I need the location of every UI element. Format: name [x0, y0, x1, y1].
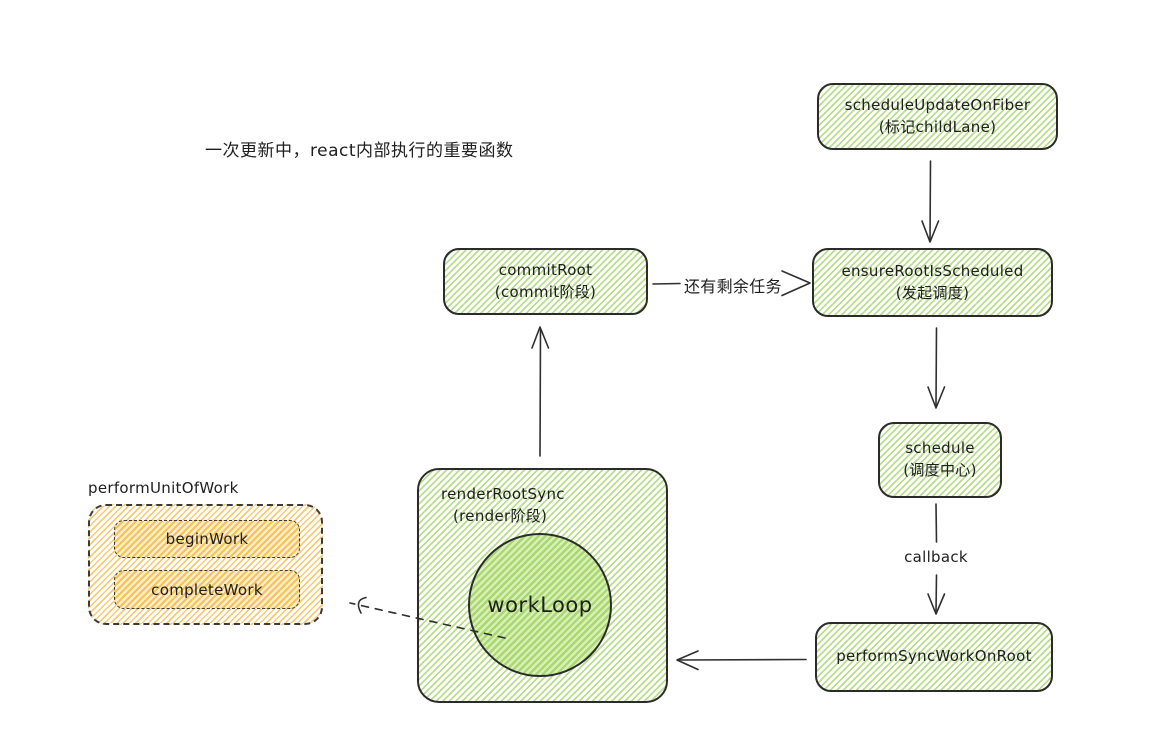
node-label: schedule [905, 439, 975, 458]
arrow-performSyncWorkOnRoot-to-renderRootSync [676, 650, 807, 671]
node-schedule: schedule (调度中心) [878, 422, 1002, 498]
arrow-scheduleUpdateOnFiber-to-ensureRootIsScheduled [921, 160, 940, 243]
node-label: performSyncWorkOnRoot [836, 647, 1032, 666]
node-label: completeWork [151, 580, 263, 599]
node-label: commitRoot [498, 260, 593, 279]
node-perform-sync-work-on-root: performSyncWorkOnRoot [815, 622, 1053, 692]
node-sublabel: (调度中心) [903, 461, 977, 479]
node-label: workLoop [487, 593, 593, 617]
node-label: scheduleUpdateOnFiber [844, 95, 1031, 114]
arrow-renderRootSync-to-commitRoot [531, 326, 550, 457]
node-begin-work: beginWork [114, 520, 300, 558]
node-commit-root: commitRoot (commit阶段) [443, 248, 648, 315]
node-sublabel: (发起调度) [895, 283, 970, 302]
edge-label-callback: callback [904, 548, 968, 566]
node-label: ensureRootIsScheduled [841, 261, 1024, 280]
node-sublabel: (render阶段) [453, 506, 548, 525]
node-sublabel: (标记childLane) [878, 117, 997, 136]
node-complete-work: completeWork [114, 570, 300, 609]
node-work-loop: workLoop [468, 533, 612, 677]
arrow-ensureRootIsScheduled-to-schedule [927, 327, 946, 409]
node-ensure-root-is-scheduled: ensureRootIsScheduled (发起调度) [812, 248, 1053, 317]
group-perform-unit-of-work: beginWork completeWork [88, 504, 323, 625]
node-sublabel: (commit阶段) [494, 282, 597, 301]
node-label: renderRootSync [441, 485, 565, 503]
node-label: beginWork [165, 530, 249, 548]
edge-label-remaining-tasks: 还有剩余任务 [684, 277, 782, 296]
diagram-title: 一次更新中，react内部执行的重要函数 [205, 141, 514, 161]
perform-unit-of-work-label: performUnitOfWork [88, 479, 239, 497]
node-schedule-update-on-fiber: scheduleUpdateOnFiber (标记childLane) [817, 83, 1058, 150]
